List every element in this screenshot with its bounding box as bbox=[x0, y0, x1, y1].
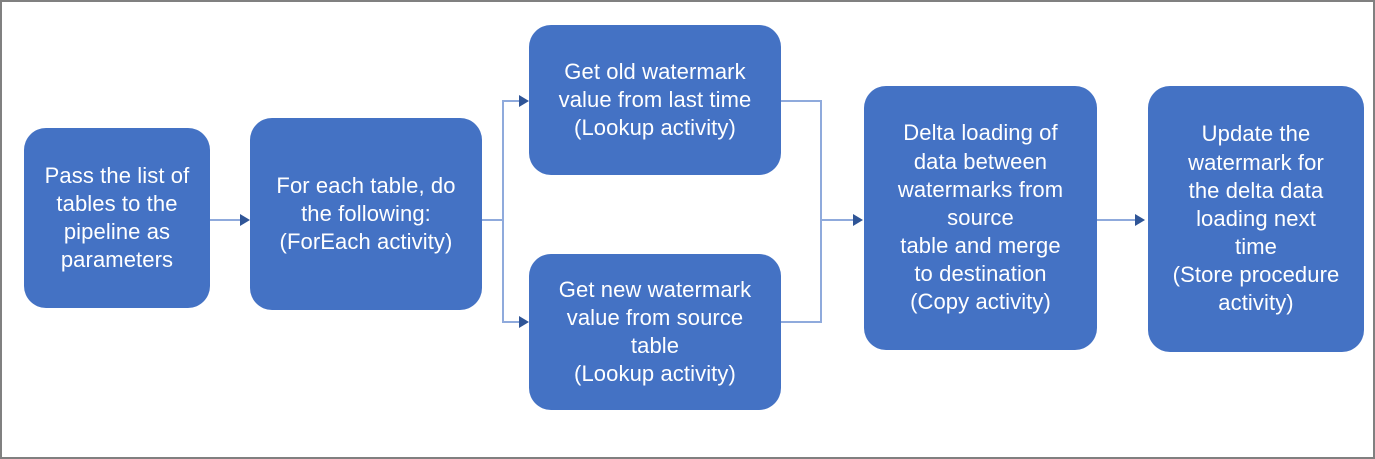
node-pass-tables[interactable]: Pass the list of tables to the pipeline … bbox=[24, 128, 210, 308]
arrowhead-to-old-watermark bbox=[519, 95, 529, 107]
connector-to-new-watermark bbox=[502, 321, 521, 323]
connector-foreach-stub bbox=[482, 219, 504, 221]
arrowhead-delta-to-update bbox=[1135, 214, 1145, 226]
connector-delta-to-update bbox=[1097, 219, 1138, 221]
node-foreach-table[interactable]: For each table, do the following: (ForEa… bbox=[250, 118, 482, 310]
node-delta-load[interactable]: Delta loading of data between watermarks… bbox=[864, 86, 1097, 350]
arrowhead-merge-to-delta bbox=[853, 214, 863, 226]
node-update-watermark[interactable]: Update the watermark for the delta data … bbox=[1148, 86, 1364, 352]
node-old-watermark[interactable]: Get old watermark value from last time (… bbox=[529, 25, 781, 175]
connector-to-old-watermark bbox=[502, 100, 521, 102]
arrowhead-pass-to-foreach bbox=[240, 214, 250, 226]
connector-old-watermark-out bbox=[781, 100, 822, 102]
connector-merge-spine bbox=[820, 100, 822, 323]
connector-new-watermark-out bbox=[781, 321, 822, 323]
connector-pass-to-foreach bbox=[210, 219, 242, 221]
arrowhead-to-new-watermark bbox=[519, 316, 529, 328]
connector-merge-to-delta bbox=[820, 219, 856, 221]
connector-split-spine bbox=[502, 100, 504, 322]
node-new-watermark[interactable]: Get new watermark value from source tabl… bbox=[529, 254, 781, 410]
